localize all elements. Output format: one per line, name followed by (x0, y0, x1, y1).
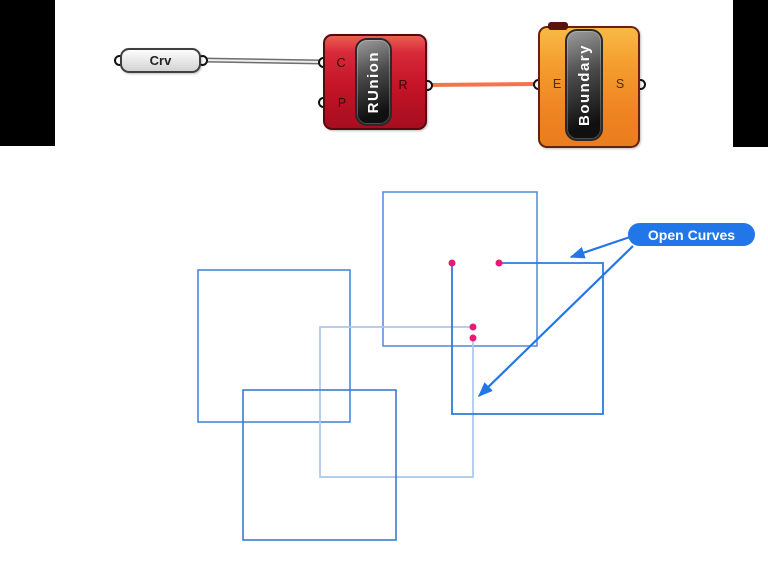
square-right-open[interactable] (451, 262, 604, 415)
boundary-node[interactable]: E S Boundary (532, 22, 646, 148)
wire-gray-core (201, 59, 323, 63)
callout-arrow-2 (477, 245, 634, 398)
runion-name-capsule: RUnion (355, 38, 392, 126)
wire-orange[interactable] (426, 82, 539, 87)
letterbox-right (733, 0, 768, 147)
runion-port-c: C (336, 56, 346, 70)
letterbox-left (0, 0, 55, 146)
boundary-port-e: E (552, 77, 562, 91)
open-curves-callout: Open Curves (628, 223, 755, 246)
runion-node[interactable]: C P R RUnion (317, 34, 433, 130)
boundary-name-capsule: Boundary (565, 29, 603, 141)
crv-node-label: Crv (120, 48, 201, 73)
open-endpoint-2[interactable] (495, 259, 503, 267)
square-middle-open[interactable] (319, 326, 474, 478)
crv-node[interactable]: Crv (113, 48, 208, 73)
open-endpoint-4[interactable] (469, 334, 477, 342)
callout-arrow-1 (569, 235, 631, 259)
open-endpoint-1[interactable] (448, 259, 456, 267)
boundary-node-label: Boundary (575, 43, 593, 126)
boundary-top-badge (548, 22, 568, 30)
square-bottom[interactable] (242, 389, 397, 541)
square-left[interactable] (197, 269, 351, 423)
square-top[interactable] (382, 191, 538, 347)
runion-node-label: RUnion (365, 50, 382, 114)
open-endpoint-3[interactable] (469, 323, 477, 331)
open-curves-callout-label: Open Curves (647, 226, 736, 243)
boundary-port-s: S (615, 77, 625, 91)
runion-port-p: P (337, 96, 347, 110)
runion-port-r: R (398, 78, 408, 92)
